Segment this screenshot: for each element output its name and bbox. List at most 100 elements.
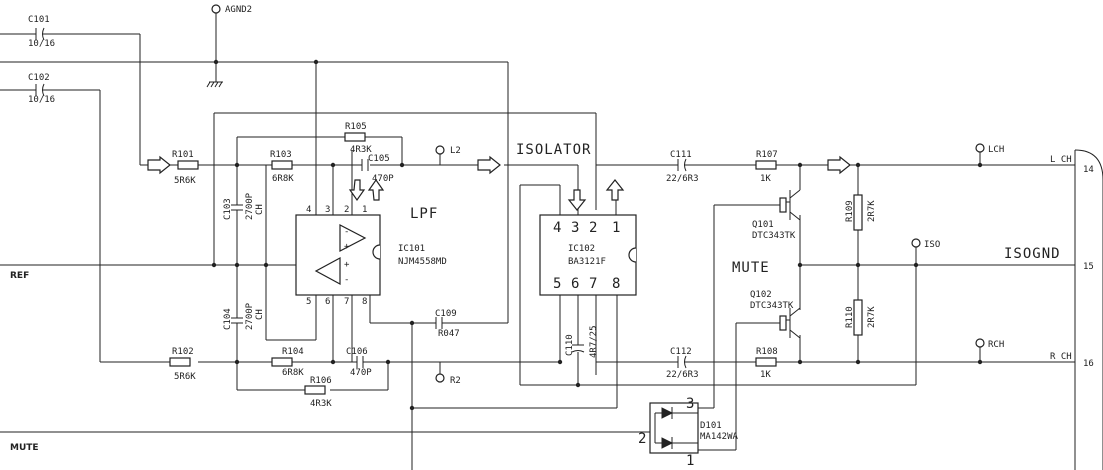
- svg-text:-: -: [344, 275, 349, 285]
- r110-value: 2R7K: [867, 306, 877, 328]
- ic101-pin: 8: [362, 297, 367, 307]
- ic102-pin: 7: [589, 276, 598, 292]
- ground-symbol: [206, 81, 223, 88]
- q102-ref: Q102: [750, 290, 772, 300]
- label-r-ch: R CH: [1050, 352, 1072, 362]
- r101-value: 5R6K: [174, 176, 196, 186]
- component-labels: C101 10/16 C102 10/16 R101 5R6K R102 5R6…: [28, 15, 877, 442]
- r105-body: [344, 132, 366, 142]
- label-isognd: ISOGND: [1004, 246, 1061, 262]
- r105-value: 4R3K: [350, 145, 372, 155]
- label-l2: L2: [450, 146, 461, 156]
- ic101-pin: 4: [306, 205, 311, 215]
- transistors: [779, 189, 801, 339]
- r103-value: 6R8K: [272, 174, 294, 184]
- label-agnd2: AGND2: [225, 5, 252, 15]
- ic101-pin: 2: [344, 205, 349, 215]
- r106-body: [304, 385, 326, 395]
- c105-value: 470P: [372, 174, 394, 184]
- d101-value: MA142WA: [700, 432, 739, 442]
- r103-ref: R103: [270, 150, 292, 160]
- label-isolator: ISOLATOR: [516, 142, 591, 158]
- ic101-value: NJM4558MD: [398, 257, 447, 267]
- r108-body: [755, 357, 777, 367]
- q101-ref: Q101: [752, 220, 774, 230]
- r106-value: 4R3K: [310, 399, 332, 409]
- r101-body: [177, 160, 199, 170]
- ic102-value: BA3121F: [568, 257, 606, 267]
- c112-ref: C112: [670, 347, 692, 357]
- pin-numbers: 4 3 2 1 5 6 7 8 4 3 2 1 5 6 7 8 3 2 1 14…: [306, 165, 1094, 469]
- c103-ref: C103: [223, 198, 233, 220]
- signal-arrows: [147, 155, 851, 211]
- d101: [649, 402, 699, 454]
- ic101-pin: 5: [306, 297, 311, 307]
- c101-ref: C101: [28, 15, 50, 25]
- ic102-pin: 4: [553, 220, 562, 236]
- c102-value: 10/16: [28, 95, 55, 105]
- r104-value: 6R8K: [282, 368, 304, 378]
- ic101-pin: 6: [325, 297, 330, 307]
- ic102-pin: 5: [553, 276, 562, 292]
- text-labels: AGND2 REF MUTE LPF ISOLATOR MUTE ISOGND …: [10, 5, 1072, 453]
- c104-ref: C104: [223, 308, 233, 330]
- capacitors: [30, 27, 688, 369]
- ic102: [539, 214, 637, 296]
- d101-pin: 2: [638, 431, 647, 447]
- label-iso: ISO: [924, 240, 940, 250]
- c104-type: CH: [255, 309, 265, 320]
- c102-ref: C102: [28, 73, 50, 83]
- label-l-ch: L CH: [1050, 155, 1072, 165]
- c111-ref: C111: [670, 150, 692, 160]
- label-ref: REF: [10, 271, 29, 281]
- label-rch-tp: RCH: [988, 340, 1004, 350]
- ic101-pin: 1: [362, 205, 367, 215]
- ic101-ref: IC101: [398, 244, 425, 254]
- ic102-pin: 3: [571, 220, 580, 236]
- connector-pin: 15: [1083, 262, 1094, 272]
- label-mute-input: MUTE: [10, 443, 39, 453]
- r102-value: 5R6K: [174, 372, 196, 382]
- r110-body: [853, 299, 863, 336]
- r102-body: [169, 357, 191, 367]
- c105-ref: C105: [368, 154, 390, 164]
- r102-ref: R102: [172, 347, 194, 357]
- c112-value: 22/6R3: [666, 370, 699, 380]
- r107-body: [755, 160, 777, 170]
- svg-text:+: +: [344, 260, 350, 270]
- ic102-pin: 1: [612, 220, 621, 236]
- q102-value: DTC343TK: [750, 301, 794, 311]
- r110-ref: R110: [845, 306, 855, 328]
- c106-value: 470P: [350, 368, 372, 378]
- r104-ref: R104: [282, 347, 304, 357]
- c104-value: 2700P: [245, 302, 255, 330]
- junctions: [211, 59, 983, 411]
- ic101-pin: 7: [344, 297, 349, 307]
- c111-value: 22/6R3: [666, 174, 699, 184]
- ic102-ref: IC102: [568, 244, 595, 254]
- r109-body: [853, 194, 863, 231]
- c106-ref: C106: [346, 347, 368, 357]
- ic102-pin: 2: [589, 220, 598, 236]
- c103-value: 2700P: [245, 192, 255, 220]
- c101-value: 10/16: [28, 39, 55, 49]
- c110-ref: C110: [565, 334, 575, 356]
- r109-value: 2R7K: [867, 200, 877, 222]
- r107-ref: R107: [756, 150, 778, 160]
- r109-ref: R109: [845, 200, 855, 222]
- r108-value: 1K: [760, 370, 771, 380]
- r101-ref: R101: [172, 150, 194, 160]
- ic101: - + + -: [295, 214, 381, 296]
- test-points: [211, 4, 985, 383]
- label-lpf: LPF: [410, 206, 438, 222]
- label-lch-tp: LCH: [988, 145, 1004, 155]
- r105-ref: R105: [345, 122, 367, 132]
- r108-ref: R108: [756, 347, 778, 357]
- c109-ref: C109: [435, 309, 457, 319]
- d101-pin: 3: [686, 396, 695, 412]
- r107-value: 1K: [760, 174, 771, 184]
- ic102-pin: 8: [612, 276, 621, 292]
- d101-ref: D101: [700, 421, 722, 431]
- connector-pin: 14: [1083, 165, 1094, 175]
